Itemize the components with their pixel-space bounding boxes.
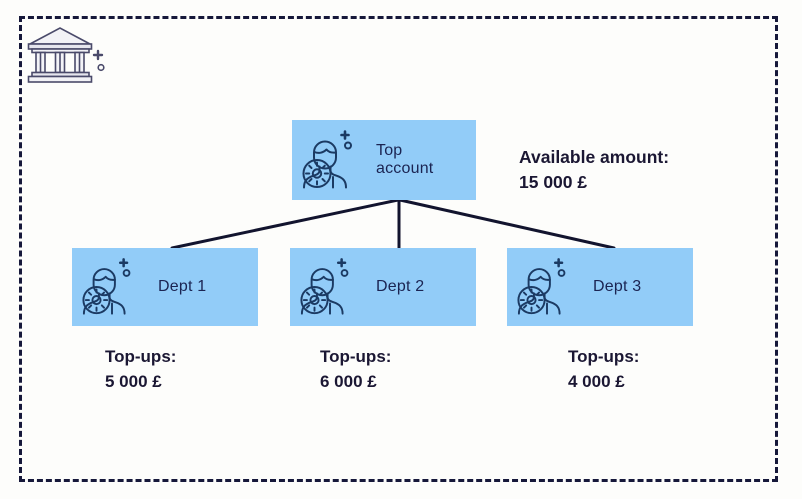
topup-dept-3-text: Top-ups: 4 000 £ xyxy=(568,347,640,391)
dashed-frame-border xyxy=(19,16,778,482)
bank-building-icon xyxy=(27,27,105,83)
node-dept-2-label: Dept 2 xyxy=(376,277,425,295)
node-dept-1-label: Dept 1 xyxy=(158,277,207,295)
person-gear-icon xyxy=(82,258,131,315)
person-gear-icon xyxy=(302,130,352,189)
topup-dept-1-text: Top-ups: 5 000 £ xyxy=(105,347,177,391)
node-dept-1[interactable]: Dept 1 xyxy=(72,248,258,326)
node-top-account-label: Top account xyxy=(376,141,434,177)
person-gear-icon xyxy=(300,258,349,315)
topup-dept-2-text: Top-ups: 6 000 £ xyxy=(320,347,392,391)
node-dept-3-label: Dept 3 xyxy=(593,277,642,295)
edge-top-to-dept-3 xyxy=(398,198,616,250)
person-gear-icon xyxy=(517,258,566,315)
node-dept-2[interactable]: Dept 2 xyxy=(290,248,476,326)
node-top-account[interactable]: Top account xyxy=(292,120,476,200)
available-amount-text: Available amount: 15 000 £ xyxy=(519,147,670,193)
node-dept-3[interactable]: Dept 3 xyxy=(507,248,693,326)
edge-top-to-dept-1 xyxy=(170,198,400,250)
